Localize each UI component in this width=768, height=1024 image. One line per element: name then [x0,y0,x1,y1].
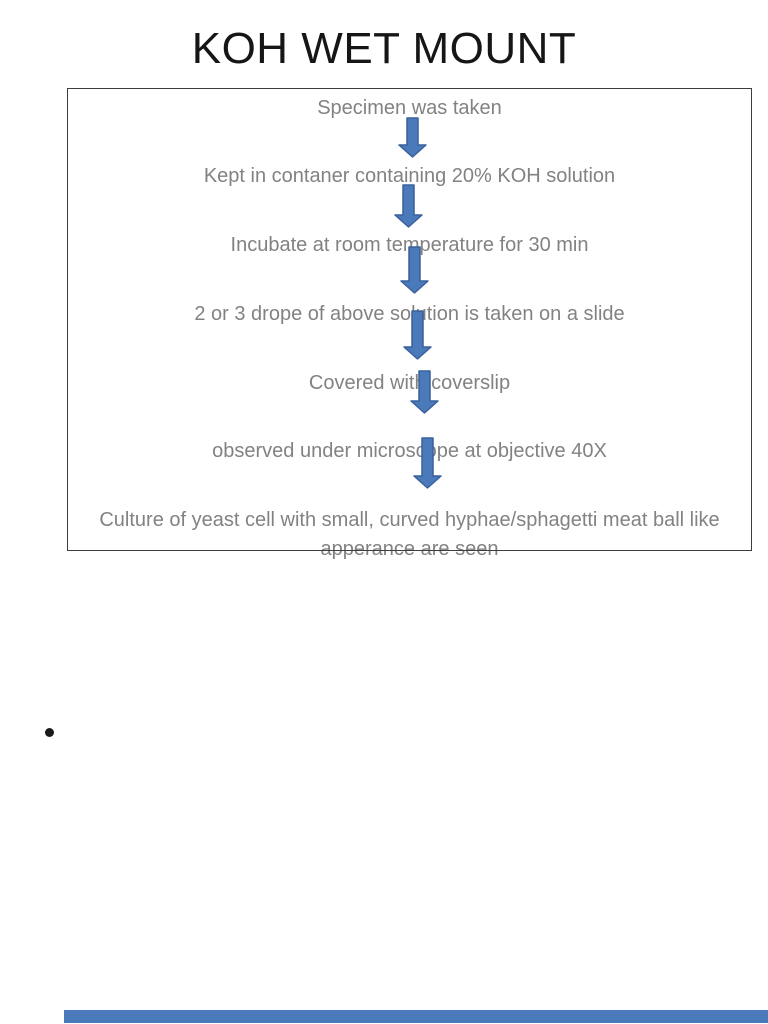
bullet-point [45,728,54,737]
flow-step-7: Culture of yeast cell with small, curved… [99,509,720,560]
slide-title: KOH WET MOUNT [191,24,577,73]
flow-step-5: Covered with coverslip [308,372,511,394]
flow-step-6: observed under microscope at objective 4… [212,440,607,462]
flow-step-3: Incubate at room temperature for 30 min [230,234,589,256]
bottom-blue-bar [64,1010,768,1023]
flow-step-1: Specimen was taken [317,97,502,119]
flow-step-4: 2 or 3 drope of above solution is taken … [194,303,625,325]
flow-step-2: Kept in contaner containing 20% KOH solu… [203,165,616,187]
